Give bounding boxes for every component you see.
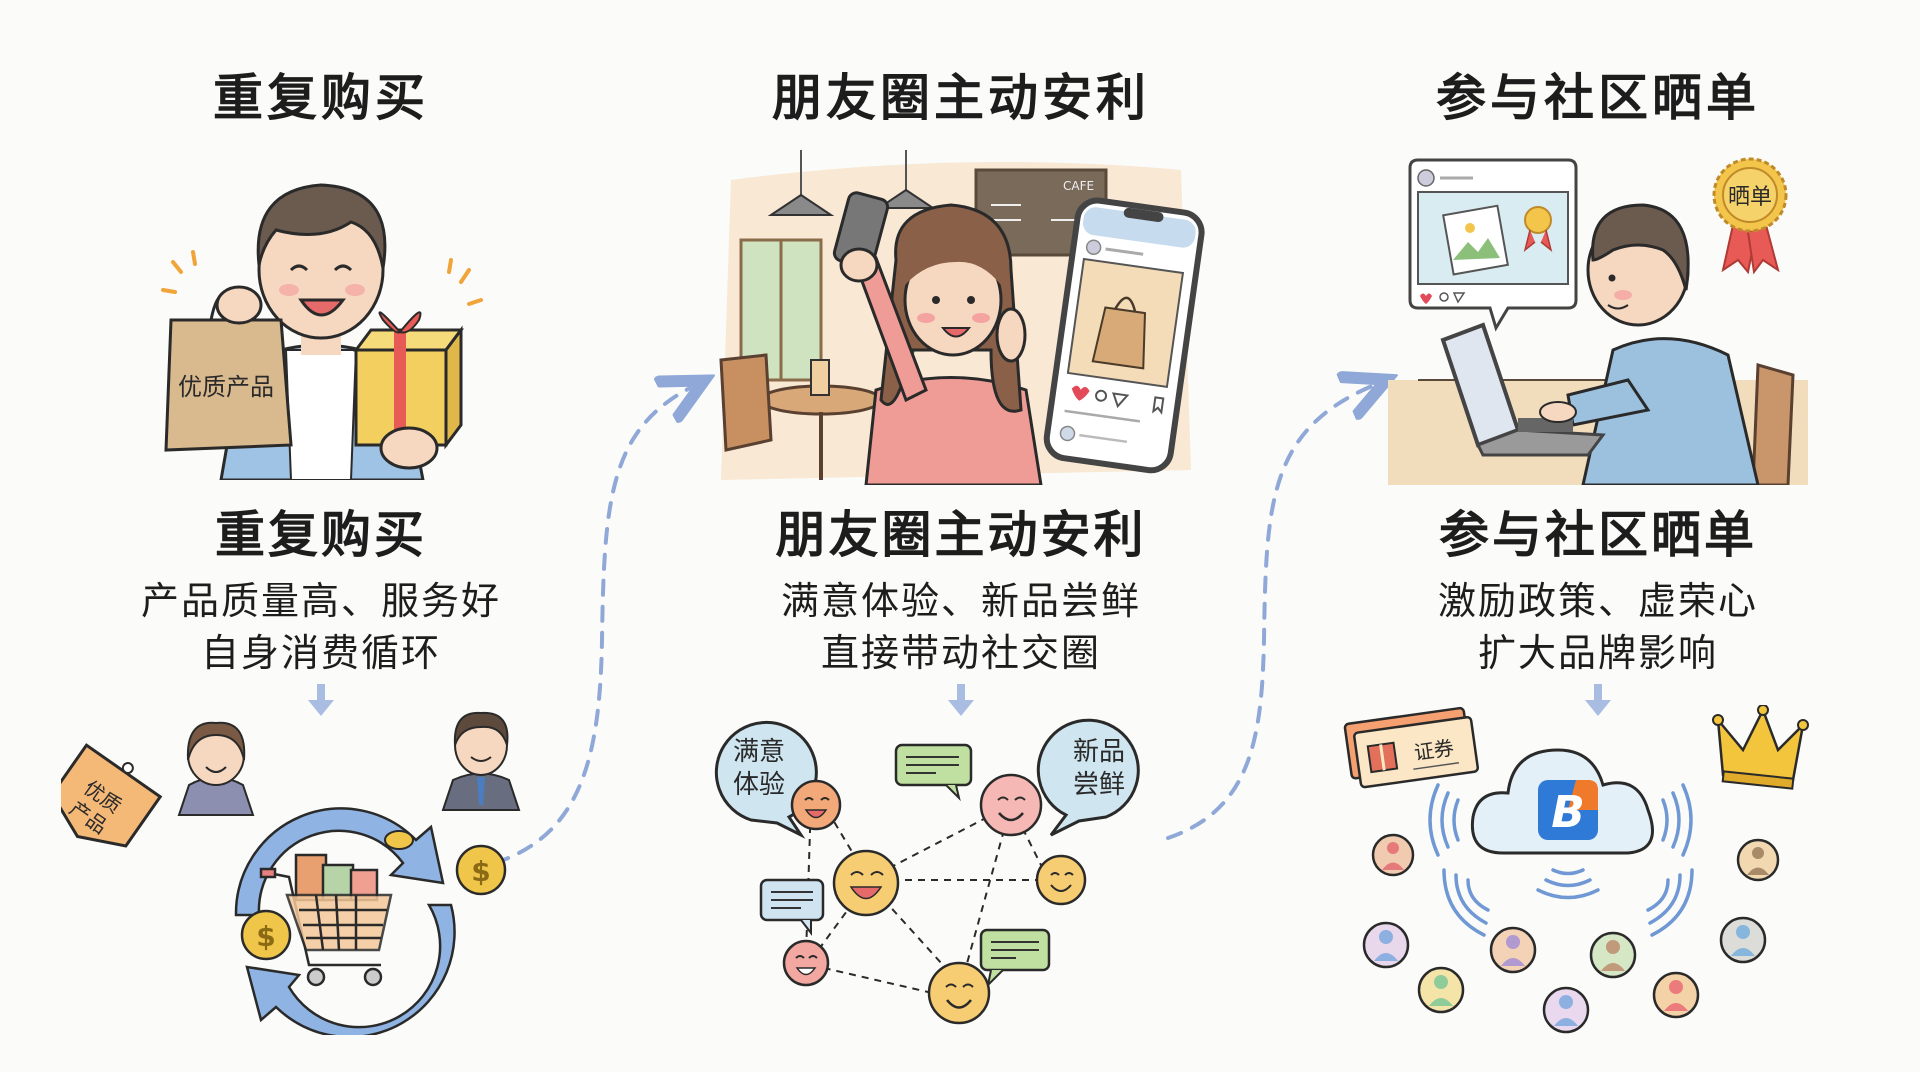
svg-text:新品: 新品 bbox=[1073, 737, 1125, 767]
step-description-line1: 产品质量高、服务好 bbox=[140, 579, 501, 623]
step-description-line2: 直接带动社交圈 bbox=[820, 631, 1101, 675]
coin-icon: $ bbox=[455, 844, 507, 896]
svg-text:证券: 证券 bbox=[1412, 735, 1455, 764]
laptop-icon bbox=[1440, 322, 1606, 457]
brand-broadcast-graphic: 证券 B bbox=[1343, 705, 1809, 1034]
user-avatar-icon bbox=[1589, 931, 1637, 979]
step-description-line1: 满意体验、新品尝鲜 bbox=[780, 579, 1141, 623]
price-tag-icon: 优质 产品 bbox=[61, 743, 163, 848]
post-card-icon bbox=[1408, 158, 1578, 332]
step-repeat-purchase: 重复购买 优质产品 bbox=[11, 0, 631, 1072]
step-title: 重复购买 bbox=[213, 69, 429, 127]
pendant-lamp-icon bbox=[875, 150, 937, 209]
speech-bubble-new-product: 新品 尝鲜 bbox=[1036, 718, 1140, 837]
svg-text:优质产品: 优质产品 bbox=[178, 373, 274, 401]
cafe-selfie-illustration: CAFE bbox=[719, 150, 1205, 485]
smiley-face-icon bbox=[1035, 854, 1087, 906]
step-subtitle: 重复购买 bbox=[215, 506, 427, 564]
shopping-cart-icon bbox=[259, 853, 393, 987]
saleswoman-avatar bbox=[177, 721, 255, 816]
chat-bubble-icon bbox=[759, 878, 825, 936]
user-avatar-icon bbox=[1652, 971, 1700, 1019]
shopping-bag-icon: 优质产品 bbox=[164, 285, 293, 452]
user-avatar-icon bbox=[1362, 921, 1410, 969]
happy-shopper-illustration: 优质产品 bbox=[161, 183, 483, 480]
smiley-face-icon bbox=[832, 849, 900, 917]
sparkle-icon bbox=[161, 250, 483, 306]
svg-text:$: $ bbox=[471, 855, 490, 888]
consumption-cycle-graphic: 优质 产品 bbox=[61, 711, 521, 1035]
user-avatar-icon bbox=[1719, 916, 1767, 964]
down-arrow-icon bbox=[308, 684, 334, 716]
pendant-lamp-icon bbox=[767, 150, 835, 216]
user-avatar-icon bbox=[1417, 966, 1465, 1014]
social-post-phone-icon bbox=[1043, 197, 1205, 474]
laptop-sharing-illustration: 晒单 bbox=[1388, 157, 1808, 485]
svg-text:体验: 体验 bbox=[733, 770, 785, 800]
crown-icon bbox=[1712, 705, 1809, 790]
step-subtitle: 参与社区晒单 bbox=[1439, 506, 1757, 564]
smiley-face-icon bbox=[979, 773, 1043, 837]
user-avatar-icon bbox=[1371, 833, 1415, 877]
comment-icon bbox=[1095, 389, 1108, 402]
bookmark-icon bbox=[1152, 396, 1165, 415]
step-social-recommendation: 朋友圈主动安利 CAFE bbox=[651, 0, 1271, 1072]
brand-app-icon: B bbox=[1538, 780, 1598, 840]
step-subtitle: 朋友圈主动安利 bbox=[775, 506, 1147, 564]
step-description-line2: 自身消费循环 bbox=[200, 631, 441, 675]
award-badge-icon: 晒单 bbox=[1712, 157, 1788, 275]
svg-text:晒单: 晒单 bbox=[1728, 185, 1772, 210]
step-community-sharing: 参与社区晒单 晒单 bbox=[1288, 0, 1908, 1072]
heart-icon bbox=[1071, 385, 1090, 401]
gift-box-icon bbox=[353, 311, 464, 470]
smiley-face-icon bbox=[927, 961, 991, 1025]
step-title: 参与社区晒单 bbox=[1436, 69, 1760, 127]
svg-text:$: $ bbox=[256, 920, 275, 953]
svg-text:尝鲜: 尝鲜 bbox=[1073, 770, 1125, 800]
user-avatar-icon bbox=[1489, 926, 1537, 974]
user-avatar-icon bbox=[1736, 838, 1780, 882]
step-title: 朋友圈主动安利 bbox=[772, 69, 1150, 127]
chat-bubble-icon bbox=[979, 928, 1051, 989]
coin-icon: $ bbox=[240, 909, 292, 961]
smiley-face-icon bbox=[790, 779, 842, 831]
social-network-graphic: 满意 体验 新品 尝鲜 bbox=[714, 718, 1140, 1025]
chat-bubble-icon bbox=[894, 743, 973, 802]
svg-text:B: B bbox=[1551, 787, 1585, 838]
smiley-face-icon bbox=[782, 939, 830, 987]
salesman-avatar bbox=[441, 711, 521, 811]
step-description-line1: 激励政策、虚荣心 bbox=[1437, 579, 1758, 623]
coupon-icon: 证券 bbox=[1343, 706, 1480, 789]
share-icon bbox=[1112, 392, 1130, 409]
svg-text:CAFE: CAFE bbox=[1063, 179, 1094, 193]
user-avatar-icon bbox=[1542, 986, 1590, 1034]
down-arrow-icon bbox=[948, 684, 974, 716]
broadcast-waves-icon bbox=[1428, 783, 1694, 937]
down-arrow-icon bbox=[1585, 684, 1611, 716]
svg-text:满意: 满意 bbox=[733, 737, 785, 767]
step-description-line2: 扩大品牌影响 bbox=[1477, 631, 1718, 675]
